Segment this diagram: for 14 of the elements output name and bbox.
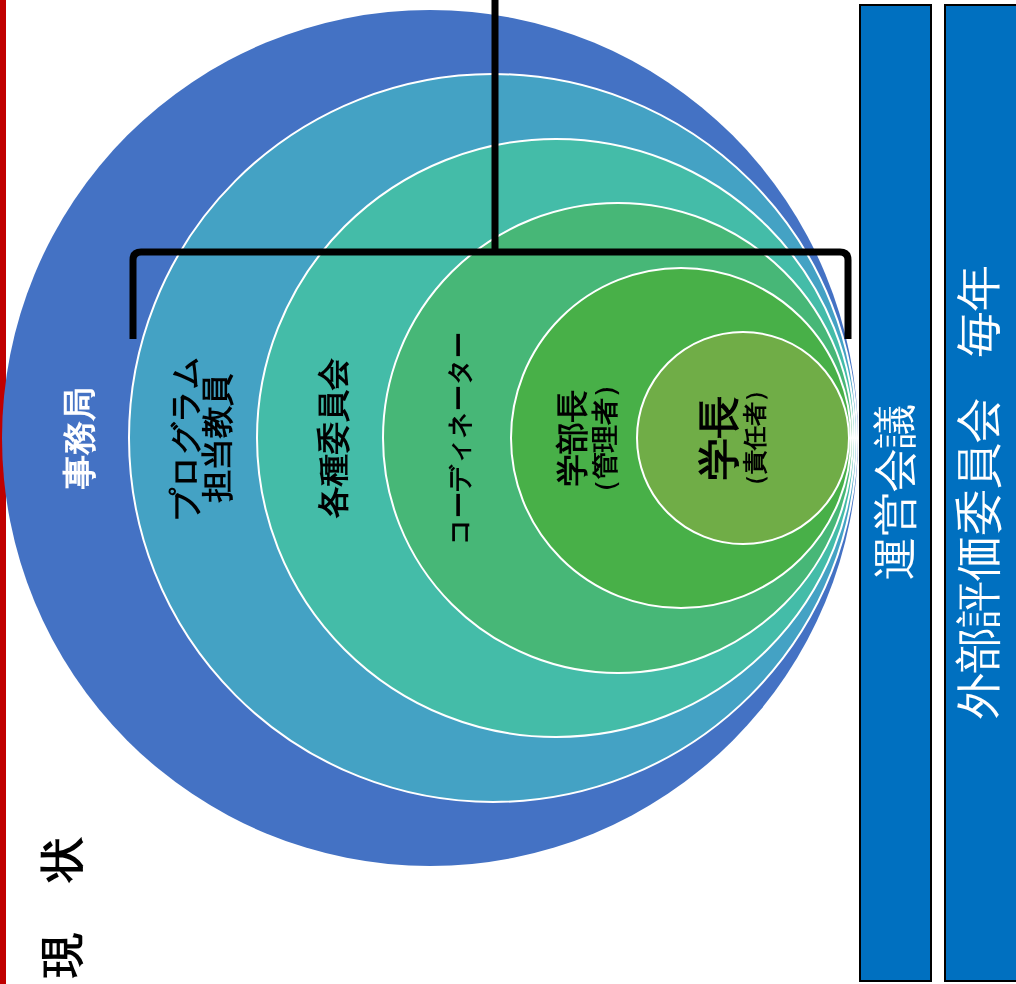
circle-label: （責任者）: [741, 378, 769, 498]
circle-label: 事務局: [61, 387, 99, 489]
bar-label: 運営会議: [870, 404, 920, 580]
circle-label: プログラム担当教員: [169, 354, 233, 523]
meeting-bar: [944, 4, 1016, 982]
meeting-bar: [859, 4, 932, 982]
circle-label: 学部長: [554, 390, 590, 486]
circle-label: 各種委員会: [316, 358, 352, 518]
page-title: 現状: [40, 785, 84, 980]
bar-label: 外部評価委員会: [952, 397, 1004, 719]
circle-label: 学長: [695, 396, 742, 480]
circle-label: コーディネーター: [444, 331, 474, 545]
bar-label: 毎年: [952, 265, 1004, 357]
circle-label: （管理者）: [589, 370, 620, 506]
